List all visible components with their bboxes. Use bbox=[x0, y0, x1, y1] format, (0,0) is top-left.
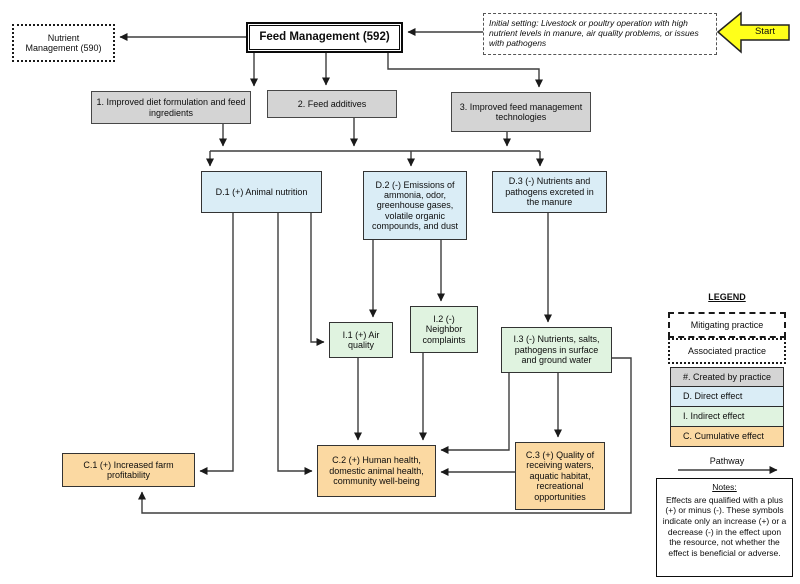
node-d1-animal-nutrition: D.1 (+) Animal nutrition bbox=[201, 171, 322, 213]
legend-cumulative-effect: C. Cumulative effect bbox=[670, 426, 784, 447]
node-d2-emissions: D.2 (-) Emissions of ammonia, odor, gree… bbox=[363, 171, 467, 240]
legend-title: LEGEND bbox=[708, 292, 746, 302]
start-label: Start bbox=[754, 26, 776, 37]
arrow-i3-to-c1 bbox=[138, 357, 632, 514]
node-d3-nutrients-pathogens: D.3 (-) Nutrients and pathogens excreted… bbox=[492, 171, 607, 213]
legend-associated-practice: Associated practice bbox=[668, 338, 786, 364]
legend-created-by-practice: #. Created by practice bbox=[670, 367, 784, 387]
legend-mitigating-practice: Mitigating practice bbox=[668, 312, 786, 338]
notes-body: Effects are qualified with a plus (+) or… bbox=[662, 494, 787, 558]
start-arrow-icon bbox=[716, 11, 790, 54]
node-feed-management: Feed Management (592) bbox=[246, 22, 403, 53]
arrow-d1-to-c1 bbox=[199, 213, 234, 475]
arrow-feed-to-practice3 bbox=[387, 53, 543, 88]
notes-title: Notes: bbox=[712, 482, 737, 492]
arrow-i3-to-c2 bbox=[440, 373, 510, 454]
arrow-d1-to-c2 bbox=[277, 213, 313, 475]
node-practice-2: 2. Feed additives bbox=[267, 90, 397, 118]
node-c2-human-health: C.2 (+) Human health, domestic animal he… bbox=[317, 445, 436, 497]
node-practice-1: 1. Improved diet formulation and feed in… bbox=[91, 91, 251, 124]
arrow-d1-to-i1 bbox=[310, 213, 325, 346]
node-practice-3: 3. Improved feed management technologies bbox=[451, 92, 591, 132]
notes-box: Notes: Effects are qualified with a plus… bbox=[656, 478, 793, 577]
legend-direct-effect: D. Direct effect bbox=[670, 386, 784, 407]
legend-indirect-effect: I. Indirect effect bbox=[670, 406, 784, 427]
node-i2-neighbor-complaints: I.2 (-) Neighbor complaints bbox=[410, 306, 478, 353]
node-c1-farm-profitability: C.1 (+) Increased farm profitability bbox=[62, 453, 195, 487]
legend-pathway-label: Pathway bbox=[709, 456, 745, 466]
node-initial-setting: Initial setting: Livestock or poultry op… bbox=[483, 13, 717, 55]
node-i1-air-quality: I.1 (+) Air quality bbox=[329, 322, 393, 358]
node-nutrient-management: Nutrient Management (590) bbox=[12, 24, 115, 62]
node-c3-receiving-waters: C.3 (+) Quality of receiving waters, aqu… bbox=[515, 442, 605, 510]
node-i3-water-nutrients: I.3 (-) Nutrients, salts, pathogens in s… bbox=[501, 327, 612, 373]
